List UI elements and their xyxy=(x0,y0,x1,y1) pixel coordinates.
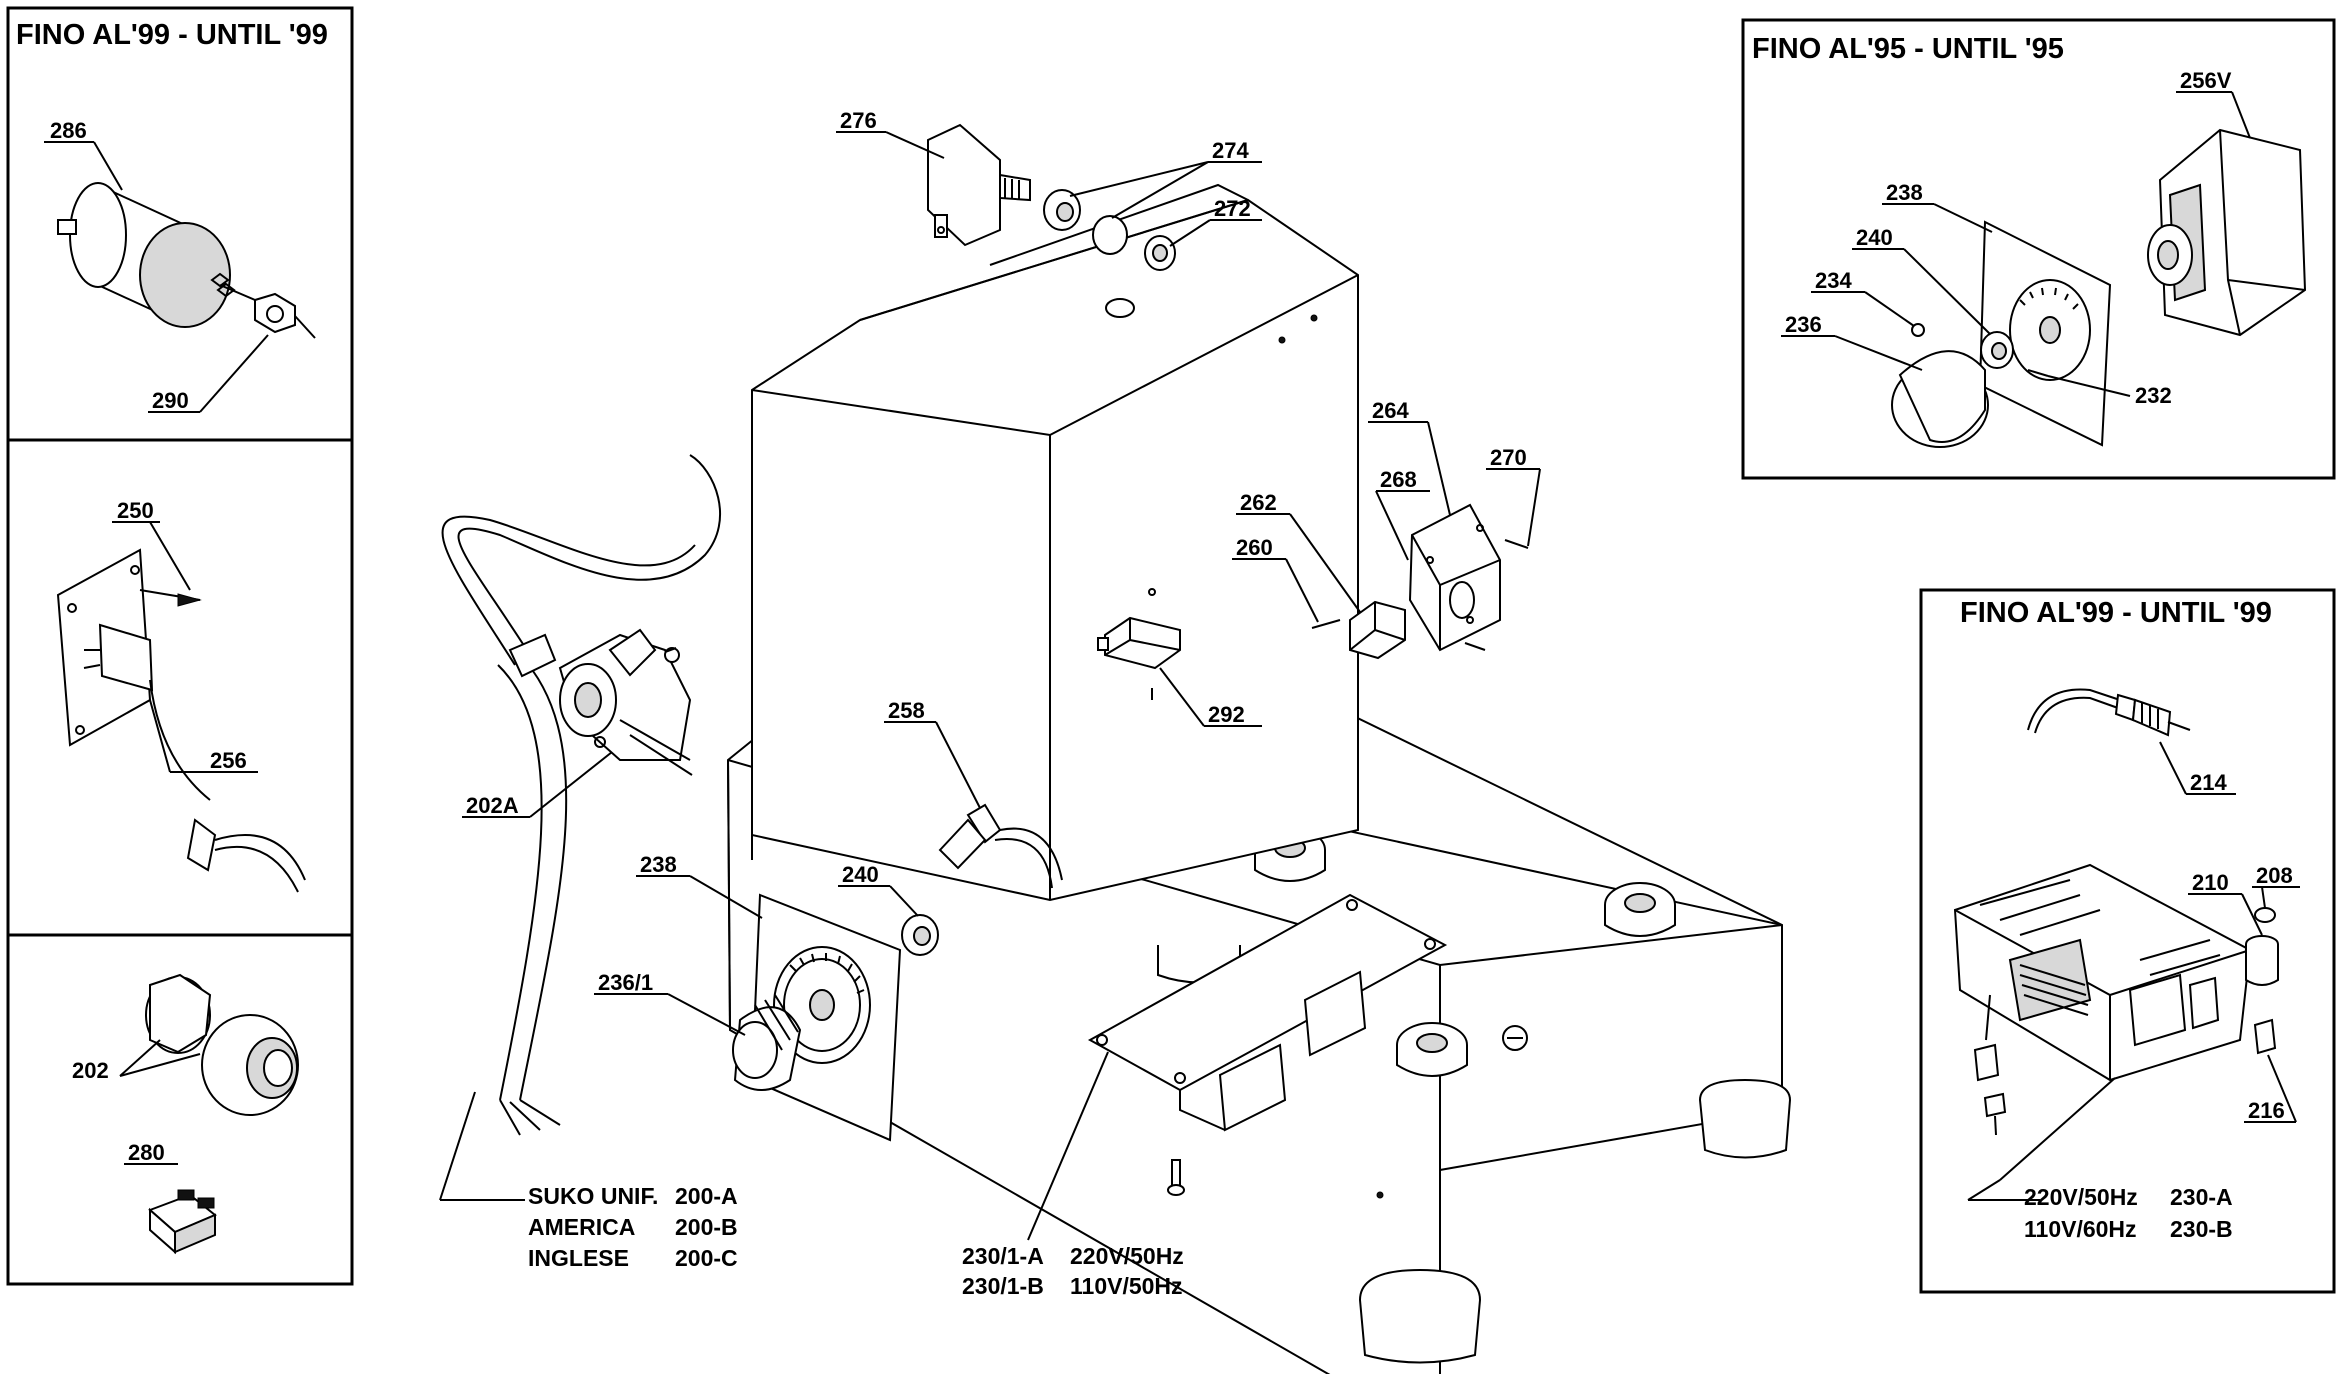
label-286: 286 xyxy=(50,118,87,143)
label-268: 268 xyxy=(1380,467,1417,492)
label-236-1: 236/1 xyxy=(598,970,653,995)
label-214: 214 xyxy=(2190,770,2227,795)
part-256-switch-plate xyxy=(56,548,306,893)
label-262: 262 xyxy=(1240,490,1277,515)
machine-body xyxy=(726,183,1792,1374)
label-292: 292 xyxy=(1208,702,1245,727)
label-256v: 256V xyxy=(2180,68,2232,93)
label-210: 210 xyxy=(2192,870,2229,895)
cable-variant-2-code: 200-B xyxy=(675,1214,738,1240)
top-right-panel-frame xyxy=(1741,18,2336,480)
part-258-lamp xyxy=(938,803,1063,889)
label-240-right: 240 xyxy=(1856,225,1893,250)
label-258: 258 xyxy=(888,698,925,723)
label-216: 216 xyxy=(2248,1098,2285,1123)
label-202a: 202A xyxy=(466,793,519,818)
electronic-variant-2-code: 230-B xyxy=(2170,1216,2233,1242)
caption-electronic-variants: 220V/50Hz 230-A 110V/60Hz 230-B xyxy=(2024,1184,2233,1242)
label-260: 260 xyxy=(1236,535,1273,560)
label-280: 280 xyxy=(128,1140,165,1165)
part-230-1-control-board xyxy=(1087,893,1448,1196)
part-276-microswitch xyxy=(927,123,1176,271)
label-272: 272 xyxy=(1214,196,1251,221)
label-238: 238 xyxy=(640,852,677,877)
part-292-thermostat xyxy=(1097,588,1181,700)
cable-variant-2-name: AMERICA xyxy=(528,1214,635,1240)
right-inset-panel: FINO AL'99 - UNTIL '99 xyxy=(1919,588,2336,1294)
part-286-capacitor xyxy=(57,182,316,339)
electronic-variant-1-code: 230-A xyxy=(2170,1184,2233,1210)
top-left-panel-title: FINO AL'99 - UNTIL '99 xyxy=(16,19,328,51)
label-256: 256 xyxy=(210,748,247,773)
cable-variant-1-name: SUKO UNIF. xyxy=(528,1183,658,1209)
top-right-inset-panel: FINO AL'95 - UNTIL '95 xyxy=(1741,18,2336,480)
left-panel-frame xyxy=(6,6,354,1286)
board-variant-2-spec: 110V/50Hz xyxy=(1070,1273,1183,1299)
label-250: 250 xyxy=(117,498,154,523)
cable-variant-3-code: 200-C xyxy=(675,1245,738,1271)
cable-variant-3-name: INGLESE xyxy=(528,1245,629,1271)
label-274: 274 xyxy=(1212,138,1249,163)
label-232: 232 xyxy=(2135,383,2172,408)
right-panel-title: FINO AL'99 - UNTIL '99 xyxy=(1960,597,2272,629)
board-variant-1-spec: 220V/50Hz xyxy=(1070,1243,1184,1269)
part-280-terminal-block xyxy=(148,1189,217,1255)
part-236-1-knob xyxy=(732,994,802,1091)
label-290: 290 xyxy=(152,388,189,413)
left-inset-panels: FINO AL'99 - UNTIL '99 286 290 xyxy=(6,6,354,1286)
rubber-feet-top xyxy=(1254,827,1676,1077)
caption-board-variants: 230/1-A 220V/50Hz 230/1-B 110V/50Hz xyxy=(962,1243,1184,1299)
label-240: 240 xyxy=(842,862,879,887)
caption-cable-variants: SUKO UNIF. 200-A AMERICA 200-B INGLESE 2… xyxy=(528,1183,738,1271)
top-right-panel-title: FINO AL'95 - UNTIL '95 xyxy=(1752,33,2064,65)
label-264: 264 xyxy=(1372,398,1409,423)
electronic-variant-1-spec: 220V/50Hz xyxy=(2024,1184,2138,1210)
part-202a-cable-gland xyxy=(441,454,721,1136)
right-panel-frame xyxy=(1919,588,2336,1294)
part-240-nut xyxy=(901,914,939,956)
label-236: 236 xyxy=(1785,312,1822,337)
cable-variant-1-code: 200-A xyxy=(675,1183,738,1209)
label-270: 270 xyxy=(1490,445,1527,470)
label-234: 234 xyxy=(1815,268,1852,293)
part-202-bushing xyxy=(145,973,299,1116)
label-238-right: 238 xyxy=(1886,180,1923,205)
board-variant-2-code: 230/1-B xyxy=(962,1273,1044,1299)
board-variant-1-code: 230/1-A xyxy=(962,1243,1044,1269)
label-276: 276 xyxy=(840,108,877,133)
label-208: 208 xyxy=(2256,863,2293,888)
part-264-bracket xyxy=(1311,503,1529,660)
label-202: 202 xyxy=(72,1058,109,1083)
electronic-variant-2-spec: 110V/60Hz xyxy=(2024,1216,2137,1242)
